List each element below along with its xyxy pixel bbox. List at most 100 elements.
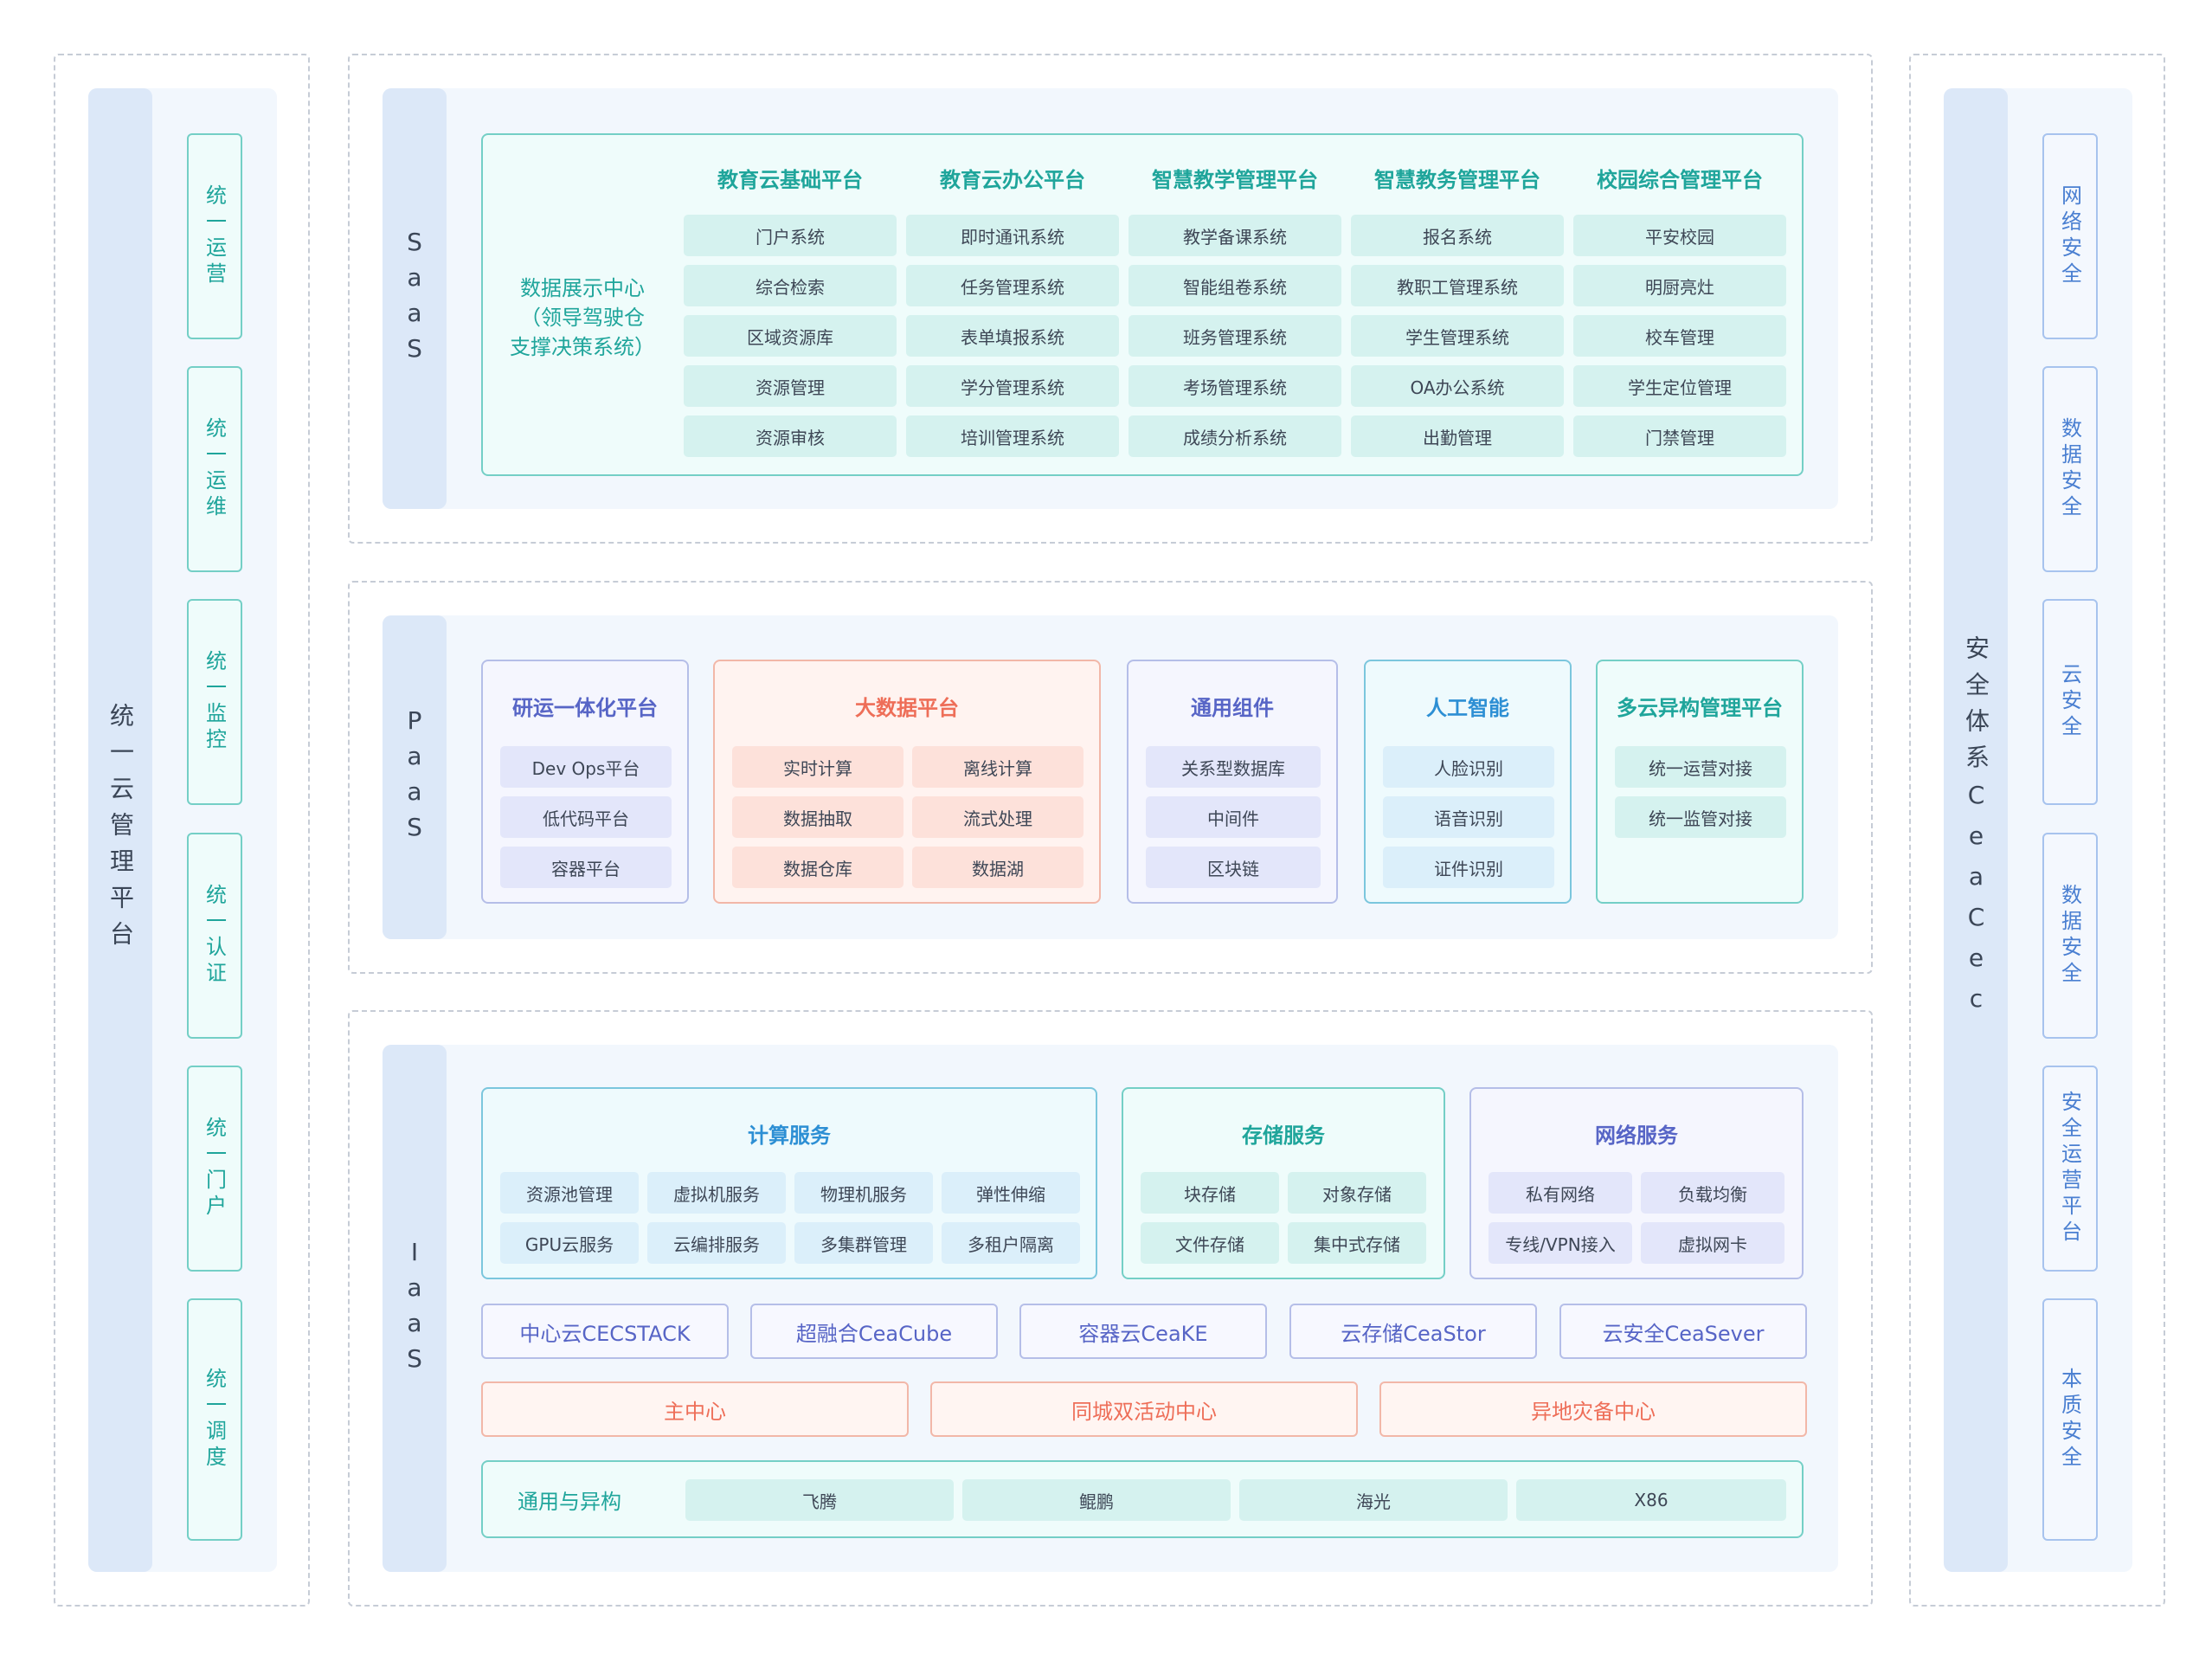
group-item[interactable]: 区块链 xyxy=(1146,847,1321,888)
left-item[interactable]: 统一运营 xyxy=(187,133,242,339)
saas-system-item[interactable]: 区域资源库 xyxy=(684,315,897,357)
group-item[interactable]: 语音识别 xyxy=(1383,796,1554,838)
group-item[interactable]: 云编排服务 xyxy=(647,1222,786,1264)
product-ceastor[interactable]: 云存储CeaStor xyxy=(1289,1304,1537,1359)
product-ceasever[interactable]: 云安全CeaSever xyxy=(1559,1304,1807,1359)
saas-system-item[interactable]: 成绩分析系统 xyxy=(1129,415,1341,457)
saas-system-item[interactable]: 教学备课系统 xyxy=(1129,215,1341,256)
group-item[interactable]: 中间件 xyxy=(1146,796,1321,838)
saas-system-item[interactable]: 门户系统 xyxy=(684,215,897,256)
group-item[interactable]: 块存储 xyxy=(1141,1172,1279,1214)
iaas-sidebar: IaaS xyxy=(383,1045,447,1572)
right-item[interactable]: 数据安全 xyxy=(2042,366,2098,572)
right-item[interactable]: 安全运营平台 xyxy=(2042,1066,2098,1272)
group-item[interactable]: 私有网络 xyxy=(1489,1172,1632,1214)
iaas-frame xyxy=(348,1010,1873,1607)
saas-frame xyxy=(348,54,1873,544)
devops-platform-group: 研运一体化平台 Dev Ops平台 低代码平台 容器平台 xyxy=(481,660,689,904)
saas-system-item[interactable]: 表单填报系统 xyxy=(906,315,1119,357)
saas-system-item[interactable]: 班务管理系统 xyxy=(1129,315,1341,357)
cpu-kunpeng[interactable]: 鲲鹏 xyxy=(962,1479,1231,1521)
saas-system-item[interactable]: 即时通讯系统 xyxy=(906,215,1119,256)
saas-system-item[interactable]: 任务管理系统 xyxy=(906,265,1119,306)
saas-system-item[interactable]: 校车管理 xyxy=(1573,315,1786,357)
active-active-center[interactable]: 同城双活动中心 xyxy=(930,1381,1358,1437)
group-item[interactable]: 数据仓库 xyxy=(732,847,903,888)
group-item[interactable]: 虚拟机服务 xyxy=(647,1172,786,1214)
left-item[interactable]: 统一门户 xyxy=(187,1066,242,1272)
saas-system-item[interactable]: 出勤管理 xyxy=(1351,415,1564,457)
main-center[interactable]: 主中心 xyxy=(481,1381,909,1437)
cpu-feiteng[interactable]: 飞腾 xyxy=(685,1479,954,1521)
saas-system-item[interactable]: 培训管理系统 xyxy=(906,415,1119,457)
saas-system-item[interactable]: 报名系统 xyxy=(1351,215,1564,256)
common-components-group: 通用组件 关系型数据库 中间件 区块链 xyxy=(1127,660,1338,904)
product-ceacube[interactable]: 超融合CeaCube xyxy=(750,1304,998,1359)
group-item[interactable]: 离线计算 xyxy=(912,746,1083,788)
group-item[interactable]: 容器平台 xyxy=(500,847,672,888)
group-item[interactable]: 流式处理 xyxy=(912,796,1083,838)
saas-system-item[interactable]: 明厨亮灶 xyxy=(1573,265,1786,306)
disaster-recovery-center[interactable]: 异地灾备中心 xyxy=(1379,1381,1807,1437)
group-item[interactable]: GPU云服务 xyxy=(500,1222,639,1264)
group-title: 大数据平台 xyxy=(855,696,959,720)
right-item[interactable]: 数据安全 xyxy=(2042,833,2098,1039)
left-item[interactable]: 统一调度 xyxy=(187,1298,242,1541)
group-item[interactable]: 对象存储 xyxy=(1288,1172,1426,1214)
group-item[interactable]: 专线/VPN接入 xyxy=(1489,1222,1632,1264)
group-title: 通用组件 xyxy=(1191,696,1274,720)
saas-system-item[interactable]: 教职工管理系统 xyxy=(1351,265,1564,306)
saas-system-item[interactable]: 资源管理 xyxy=(684,365,897,407)
saas-system-item[interactable]: 门禁管理 xyxy=(1573,415,1786,457)
group-item[interactable]: 关系型数据库 xyxy=(1146,746,1321,788)
left-item[interactable]: 统一认证 xyxy=(187,833,242,1039)
saas-system-item[interactable]: 综合检索 xyxy=(684,265,897,306)
mgmt-platform-sidebar: 统一云管理平台 xyxy=(88,88,152,1572)
group-item[interactable]: 集中式存储 xyxy=(1288,1222,1426,1264)
saas-column-title: 智慧教学管理平台 xyxy=(1152,168,1318,192)
left-item[interactable]: 统一运维 xyxy=(187,366,242,572)
paas-sidebar: PaaS xyxy=(383,615,447,939)
saas-system-item[interactable]: 学生定位管理 xyxy=(1573,365,1786,407)
saas-label: SaaS xyxy=(400,228,429,370)
group-item[interactable]: 数据抽取 xyxy=(732,796,903,838)
group-item[interactable]: 统一监管对接 xyxy=(1615,796,1786,838)
group-item[interactable]: Dev Ops平台 xyxy=(500,746,672,788)
left-item[interactable]: 统一监控 xyxy=(187,599,242,805)
right-item[interactable]: 云安全 xyxy=(2042,599,2098,805)
saas-system-item[interactable]: 智能组卷系统 xyxy=(1129,265,1341,306)
group-item[interactable]: 低代码平台 xyxy=(500,796,672,838)
hardware-title: 通用与异构 xyxy=(518,1489,621,1514)
group-item[interactable]: 虚拟网卡 xyxy=(1641,1222,1784,1264)
group-item[interactable]: 证件识别 xyxy=(1383,847,1554,888)
product-ceake[interactable]: 容器云CeaKE xyxy=(1019,1304,1267,1359)
group-item[interactable]: 统一运营对接 xyxy=(1615,746,1786,788)
saas-system-item[interactable]: 学分管理系统 xyxy=(906,365,1119,407)
cpu-haiguang[interactable]: 海光 xyxy=(1239,1479,1508,1521)
group-item[interactable]: 人脸识别 xyxy=(1383,746,1554,788)
big-data-platform-group: 大数据平台 实时计算 离线计算 数据抽取 流式处理 数据仓库 数据湖 xyxy=(713,660,1101,904)
saas-sidebar: SaaS xyxy=(383,88,447,509)
group-item[interactable]: 负载均衡 xyxy=(1641,1172,1784,1214)
saas-system-item[interactable]: 学生管理系统 xyxy=(1351,315,1564,357)
group-item[interactable]: 弹性伸缩 xyxy=(942,1172,1080,1214)
group-item[interactable]: 物理机服务 xyxy=(794,1172,933,1214)
saas-column-title: 教育云基础平台 xyxy=(717,168,863,192)
saas-system-item[interactable]: OA办公系统 xyxy=(1351,365,1564,407)
group-item[interactable]: 多集群管理 xyxy=(794,1222,933,1264)
data-display-center-title: 数据展示中心 （领导驾驶仓 支撑决策系统） xyxy=(510,276,655,359)
product-cecstack[interactable]: 中心云CECSTACK xyxy=(481,1304,729,1359)
security-sidebar: 安全体系CeaCec xyxy=(1944,88,2008,1572)
saas-system-item[interactable]: 资源审核 xyxy=(684,415,897,457)
network-services-group: 网络服务 私有网络 负载均衡 专线/VPN接入 虚拟网卡 xyxy=(1469,1087,1804,1279)
group-item[interactable]: 数据湖 xyxy=(912,847,1083,888)
cpu-x86[interactable]: X86 xyxy=(1516,1479,1786,1521)
right-item[interactable]: 本质安全 xyxy=(2042,1298,2098,1541)
saas-system-item[interactable]: 平安校园 xyxy=(1573,215,1786,256)
right-item[interactable]: 网络安全 xyxy=(2042,133,2098,339)
group-item[interactable]: 多租户隔离 xyxy=(942,1222,1080,1264)
saas-system-item[interactable]: 考场管理系统 xyxy=(1129,365,1341,407)
group-item[interactable]: 资源池管理 xyxy=(500,1172,639,1214)
group-item[interactable]: 文件存储 xyxy=(1141,1222,1279,1264)
group-item[interactable]: 实时计算 xyxy=(732,746,903,788)
